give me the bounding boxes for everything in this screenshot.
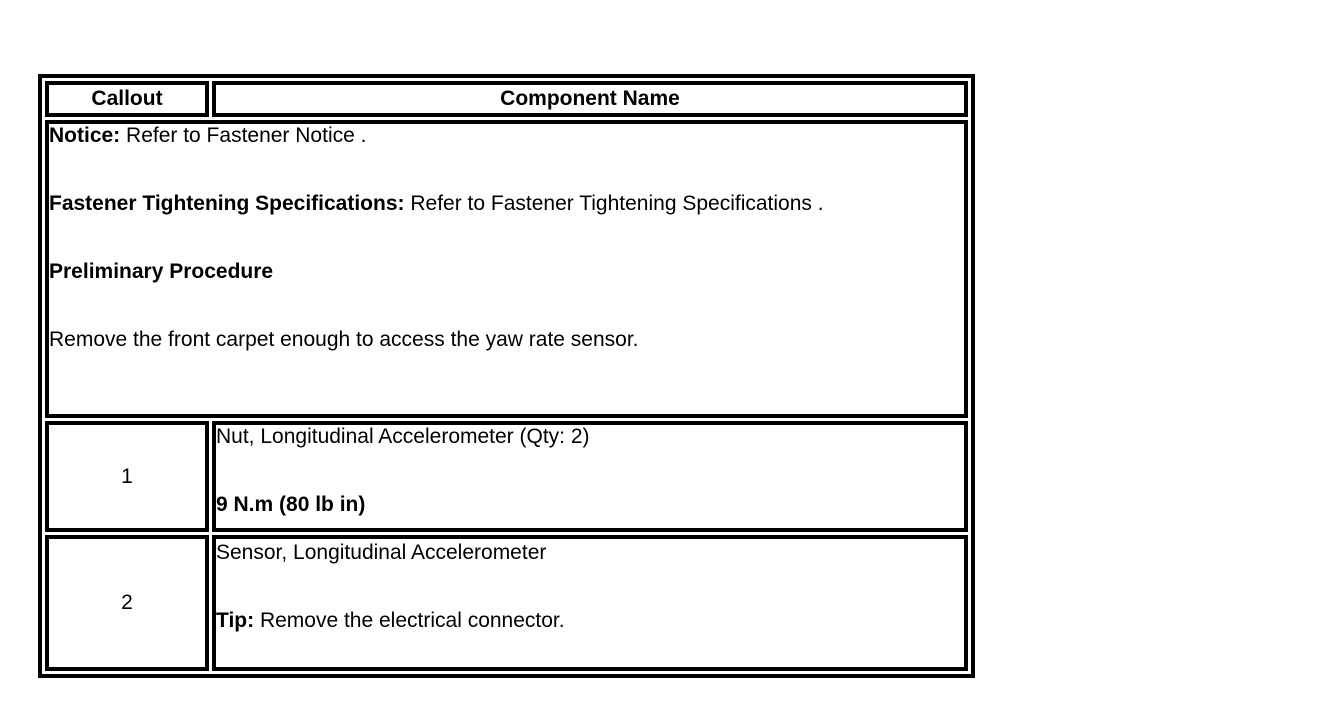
callout-number-1: 1 <box>45 421 209 532</box>
preliminary-procedure-step-text: Remove the front carpet enough to access… <box>49 328 639 351</box>
component-name-2-text: Sensor, Longitudinal Accelerometer <box>216 541 547 564</box>
table-row-1: 1 Nut, Longitudinal Accelerometer (Qty: … <box>45 421 968 532</box>
component-name-2: Sensor, Longitudinal Accelerometer <box>216 541 964 565</box>
preliminary-procedure-label: Preliminary Procedure <box>49 260 274 283</box>
tip-text: Remove the electrical connector. <box>254 609 565 632</box>
preliminary-procedure-heading: Preliminary Procedure <box>49 260 964 284</box>
tip-note-2: Tip: Remove the electrical connector. <box>216 609 964 633</box>
callout-component-table: Callout Component Name Notice: Refer to … <box>38 74 975 678</box>
fastener-notice-paragraph: Notice: Refer to Fastener Notice . <box>49 124 964 148</box>
tightening-specs-paragraph: Fastener Tightening Specifications: Refe… <box>49 192 964 216</box>
callout-column-header: Callout <box>45 81 209 117</box>
component-cell-2: Sensor, Longitudinal Accelerometer Tip: … <box>212 535 968 671</box>
notice-section-row: Notice: Refer to Fastener Notice . Faste… <box>45 120 968 418</box>
tip-label: Tip: <box>216 609 255 632</box>
table-header-row: Callout Component Name <box>45 81 968 117</box>
fastener-notice-label: Notice: <box>49 124 121 147</box>
document-page: Callout Component Name Notice: Refer to … <box>38 74 975 678</box>
tightening-specs-text: Refer to Fastener Tightening Specificati… <box>404 192 824 215</box>
component-name-1-text: Nut, Longitudinal Accelerometer (Qty: 2) <box>216 425 590 448</box>
component-cell-1: Nut, Longitudinal Accelerometer (Qty: 2)… <box>212 421 968 532</box>
notice-section-cell: Notice: Refer to Fastener Notice . Faste… <box>45 120 968 418</box>
torque-spec-1: 9 N.m (80 lb in) <box>216 493 964 517</box>
fastener-notice-text: Refer to Fastener Notice . <box>120 124 367 147</box>
tightening-specs-label: Fastener Tightening Specifications: <box>49 192 405 215</box>
preliminary-procedure-step: Remove the front carpet enough to access… <box>49 328 964 352</box>
component-name-1: Nut, Longitudinal Accelerometer (Qty: 2) <box>216 425 964 449</box>
table-row-2: 2 Sensor, Longitudinal Accelerometer Tip… <box>45 535 968 671</box>
torque-spec-1-value: 9 N.m (80 lb in) <box>216 493 366 516</box>
component-name-column-header: Component Name <box>212 81 968 117</box>
callout-number-2: 2 <box>45 535 209 671</box>
